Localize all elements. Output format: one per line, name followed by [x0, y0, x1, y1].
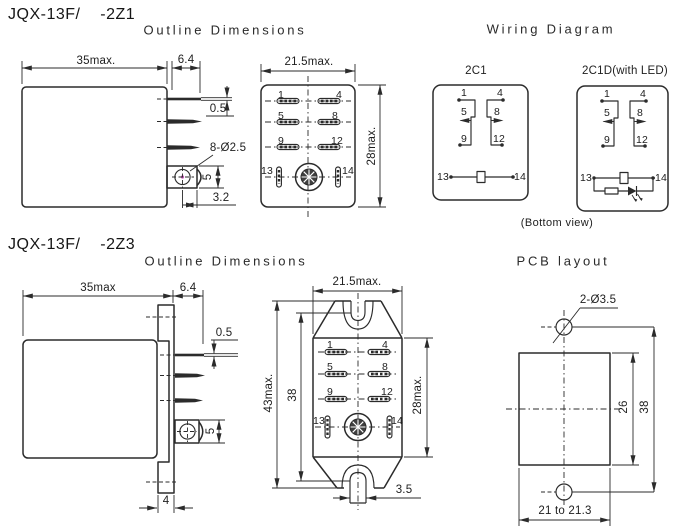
pin-label-4: 4 [335, 89, 343, 101]
wiring1-pin-8: 8 [493, 106, 501, 118]
dim-tab-height-2z3: 5 [205, 427, 217, 435]
outline-heading-2z3: Outline Dimensions [144, 253, 308, 269]
wiring2-pin-13: 13 [579, 172, 593, 184]
pin-label-13: 13 [260, 165, 274, 177]
wiring1-pin-14: 14 [513, 171, 527, 183]
dim-width-bottom-2z1: 21.5max. [284, 56, 334, 68]
wiring2-pin-9: 9 [603, 134, 611, 146]
bottom-view-drawing-2z1 [260, 64, 386, 217]
pin2-label-1: 1 [326, 339, 334, 351]
model-title-2z1: JQX-13F/ -2Z1 [8, 6, 136, 23]
wiring1-pin-4: 4 [496, 87, 504, 99]
pin-label-9: 9 [277, 135, 285, 147]
wiring2-pin-5: 5 [603, 107, 611, 119]
bottom-view-note: (Bottom view) [520, 217, 594, 229]
wiring-diagram-2c1 [432, 84, 529, 201]
wiring-variant-2c1d-label: 2C1D(with LED) [582, 65, 668, 77]
pin2-label-5: 5 [326, 361, 334, 373]
pcb-dim-body-height: 26 [618, 400, 630, 414]
wiring1-pin-12: 12 [492, 133, 506, 145]
dim-width-bottom-2z3: 21.5max. [332, 276, 382, 288]
hole-callout-2z1: 8-Ø2.5 [209, 142, 247, 154]
model-title-2z3: JQX-13F/ -2Z3 [8, 236, 136, 253]
dim-width-2z3: 35max [80, 282, 116, 294]
wiring2-pin-12: 12 [635, 134, 649, 146]
dim-total-height-2z3: 43max. [263, 373, 275, 413]
dim-pin-length-2z1: 6.4 [177, 54, 195, 66]
dim-body-height-2z3: 28max. [412, 375, 424, 415]
pin2-label-14: 14 [390, 415, 404, 427]
wiring1-pin-1: 1 [460, 87, 468, 99]
pin2-label-9: 9 [326, 386, 334, 398]
dim-tab-width-2z3: 4 [162, 495, 170, 507]
wiring1-pin-13: 13 [436, 171, 450, 183]
pin2-label-4: 4 [381, 339, 389, 351]
pcb-hole-callout: 2-Ø3.5 [579, 294, 617, 306]
outline-heading-2z1: Outline Dimensions [143, 22, 307, 38]
pcb-dim-width: 21 to 21.3 [538, 505, 592, 517]
wiring2-pin-14: 14 [654, 172, 668, 184]
dim-pin-thickness-2z1: 0.5 [209, 103, 227, 115]
wiring2-pin-8: 8 [636, 107, 644, 119]
pcb-heading: PCB layout [516, 253, 610, 269]
wiring-heading: Wiring Diagram [486, 21, 616, 37]
pin-label-5: 5 [277, 110, 285, 122]
pin2-label-8: 8 [381, 361, 389, 373]
dim-height-bottom-2z1: 28max. [366, 126, 378, 166]
dim-hole-offset-2z1: 3.2 [212, 192, 230, 204]
wiring2-pin-4: 4 [639, 88, 647, 100]
pin-label-14: 14 [341, 165, 355, 177]
pin2-label-13: 13 [312, 415, 326, 427]
wiring-diagram-2c1d [576, 85, 669, 212]
dim-pin-length-2z3: 6.4 [179, 282, 197, 294]
wiring1-pin-9: 9 [460, 133, 468, 145]
wiring1-pin-5: 5 [460, 106, 468, 118]
dim-slot-width-2z3: 3.5 [395, 484, 413, 496]
dim-pin-thickness-2z3: 0.5 [215, 327, 233, 339]
wiring-variant-2c1-label: 2C1 [465, 65, 487, 77]
dim-tab-height-2z1: 5 [202, 173, 214, 181]
pcb-dim-hole-span: 38 [639, 400, 651, 414]
side-view-drawing-2z3 [22, 290, 238, 513]
pin2-label-12: 12 [380, 386, 394, 398]
dim-hole-span-2z3: 38 [287, 388, 299, 402]
wiring2-pin-1: 1 [603, 88, 611, 100]
pcb-layout-drawing [506, 307, 657, 526]
bottom-view-drawing-2z3 [272, 286, 433, 510]
pin-label-8: 8 [331, 110, 339, 122]
side-view-drawing-2z1 [21, 61, 236, 208]
pin-label-1: 1 [277, 89, 285, 101]
pin-label-12: 12 [330, 135, 344, 147]
dim-width-2z1: 35max. [76, 55, 116, 67]
